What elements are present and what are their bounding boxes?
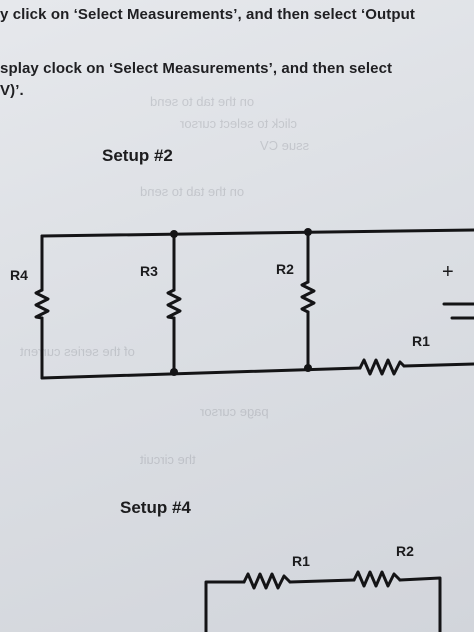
setup4-middle-wire: [288, 578, 356, 584]
setup4-r1-zigzag: [242, 572, 292, 590]
instruction-line-2: splay clock on ‘Select Measurements’, an…: [0, 60, 393, 77]
r2-zigzag: [300, 280, 316, 314]
instruction-line-1: y click on ‘Select Measurements’, and th…: [0, 6, 415, 23]
r3-zigzag: [166, 288, 182, 320]
label-r2: R2: [276, 261, 294, 277]
setup-2-title: Setup #2: [102, 146, 173, 165]
label-r1: R1: [412, 333, 430, 349]
setup4-label-r2: R2: [396, 543, 414, 559]
instruction-line-3: V)’.: [0, 82, 24, 99]
label-r3: R3: [140, 263, 158, 279]
junction-dot: [304, 228, 312, 236]
junction-dot: [304, 364, 312, 372]
setup4-r2-zigzag: [352, 570, 402, 588]
setup4-left-wire: [204, 580, 246, 632]
r4-zigzag: [34, 288, 50, 320]
battery-plus-sign: +: [442, 261, 454, 283]
junction-dot: [170, 230, 178, 238]
r1-zigzag: [358, 358, 406, 376]
setup4-right-wire: [398, 576, 442, 632]
bottom-wire-right: [402, 362, 474, 368]
setup4-label-r1: R1: [292, 553, 310, 569]
label-r4: R4: [10, 267, 28, 283]
junction-dot: [170, 368, 178, 376]
bottom-wire-left: [40, 366, 362, 380]
setup-4-title: Setup #4: [120, 498, 191, 517]
top-wire: [40, 228, 474, 238]
